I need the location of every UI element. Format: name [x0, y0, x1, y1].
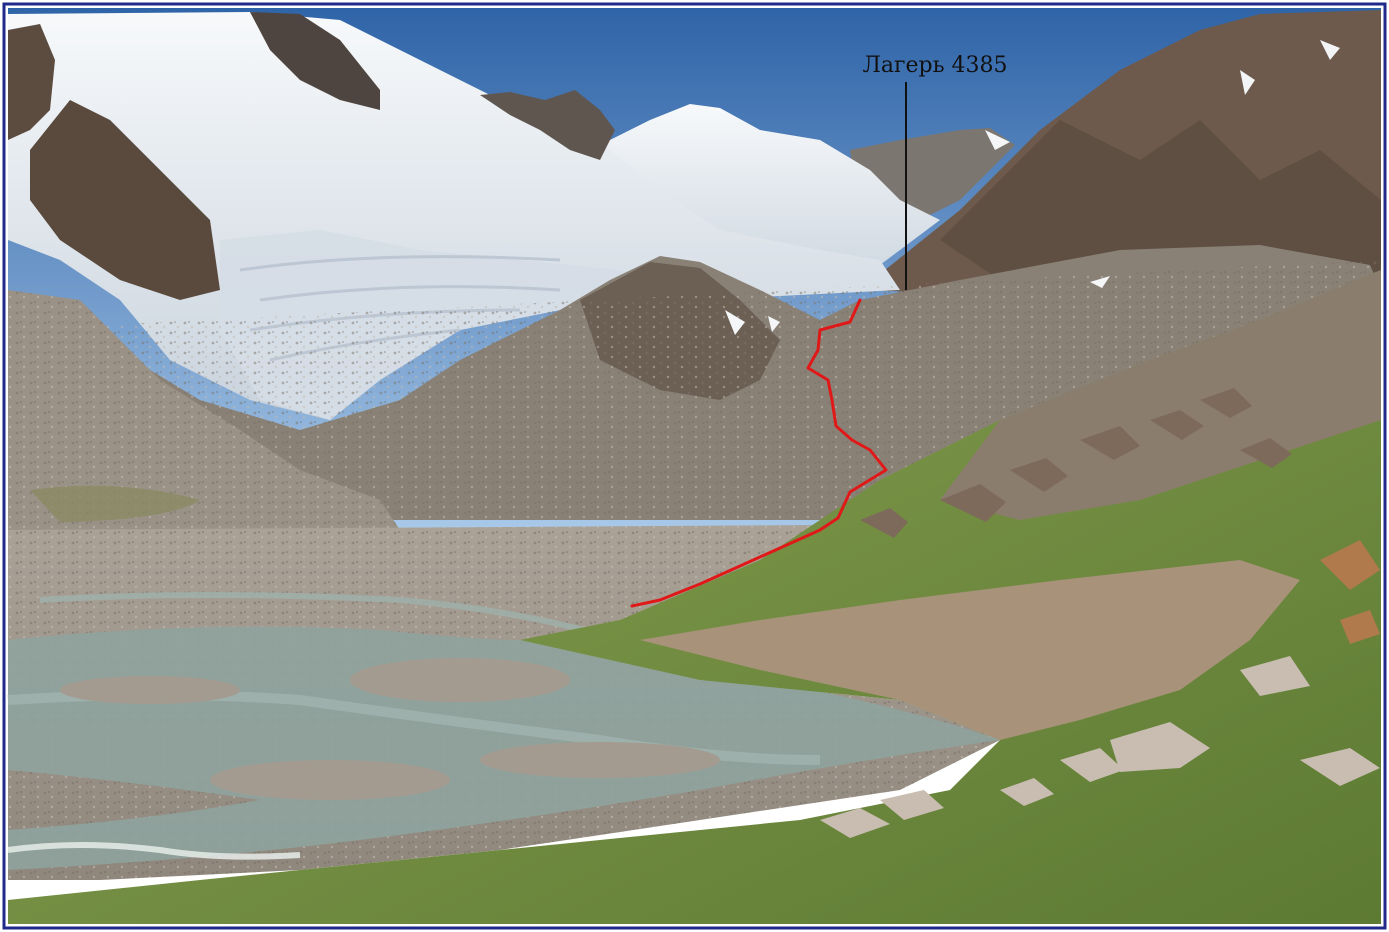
boulders — [860, 388, 1292, 538]
gravel-bar — [210, 760, 450, 800]
gravel-bar — [350, 658, 570, 702]
boulders — [820, 656, 1380, 838]
river-channel — [39, 592, 621, 643]
gravel-bar — [60, 676, 240, 704]
snow-patch — [1090, 276, 1110, 288]
camp-label: Лагерь 4385 — [862, 53, 1007, 78]
rock-band — [250, 12, 380, 110]
right-scree — [940, 270, 1381, 520]
route-line — [630, 298, 888, 608]
rock-pinnacle — [480, 90, 615, 160]
left-rock-spur — [8, 24, 55, 140]
distant-ridge-snow — [985, 130, 1010, 150]
lichen-rock — [1320, 540, 1380, 644]
grass-patch — [30, 485, 200, 522]
snow-patch — [1320, 40, 1340, 60]
left-rock-spur — [30, 100, 220, 300]
left-moraine-texture — [8, 290, 400, 530]
soil-bank — [640, 560, 1300, 740]
snow-patch — [1240, 70, 1255, 95]
snow-patch — [768, 316, 780, 332]
gravel-bar — [480, 742, 720, 778]
snow-patch — [725, 310, 745, 335]
rapids — [7, 842, 301, 860]
river-channel — [8, 626, 1000, 870]
